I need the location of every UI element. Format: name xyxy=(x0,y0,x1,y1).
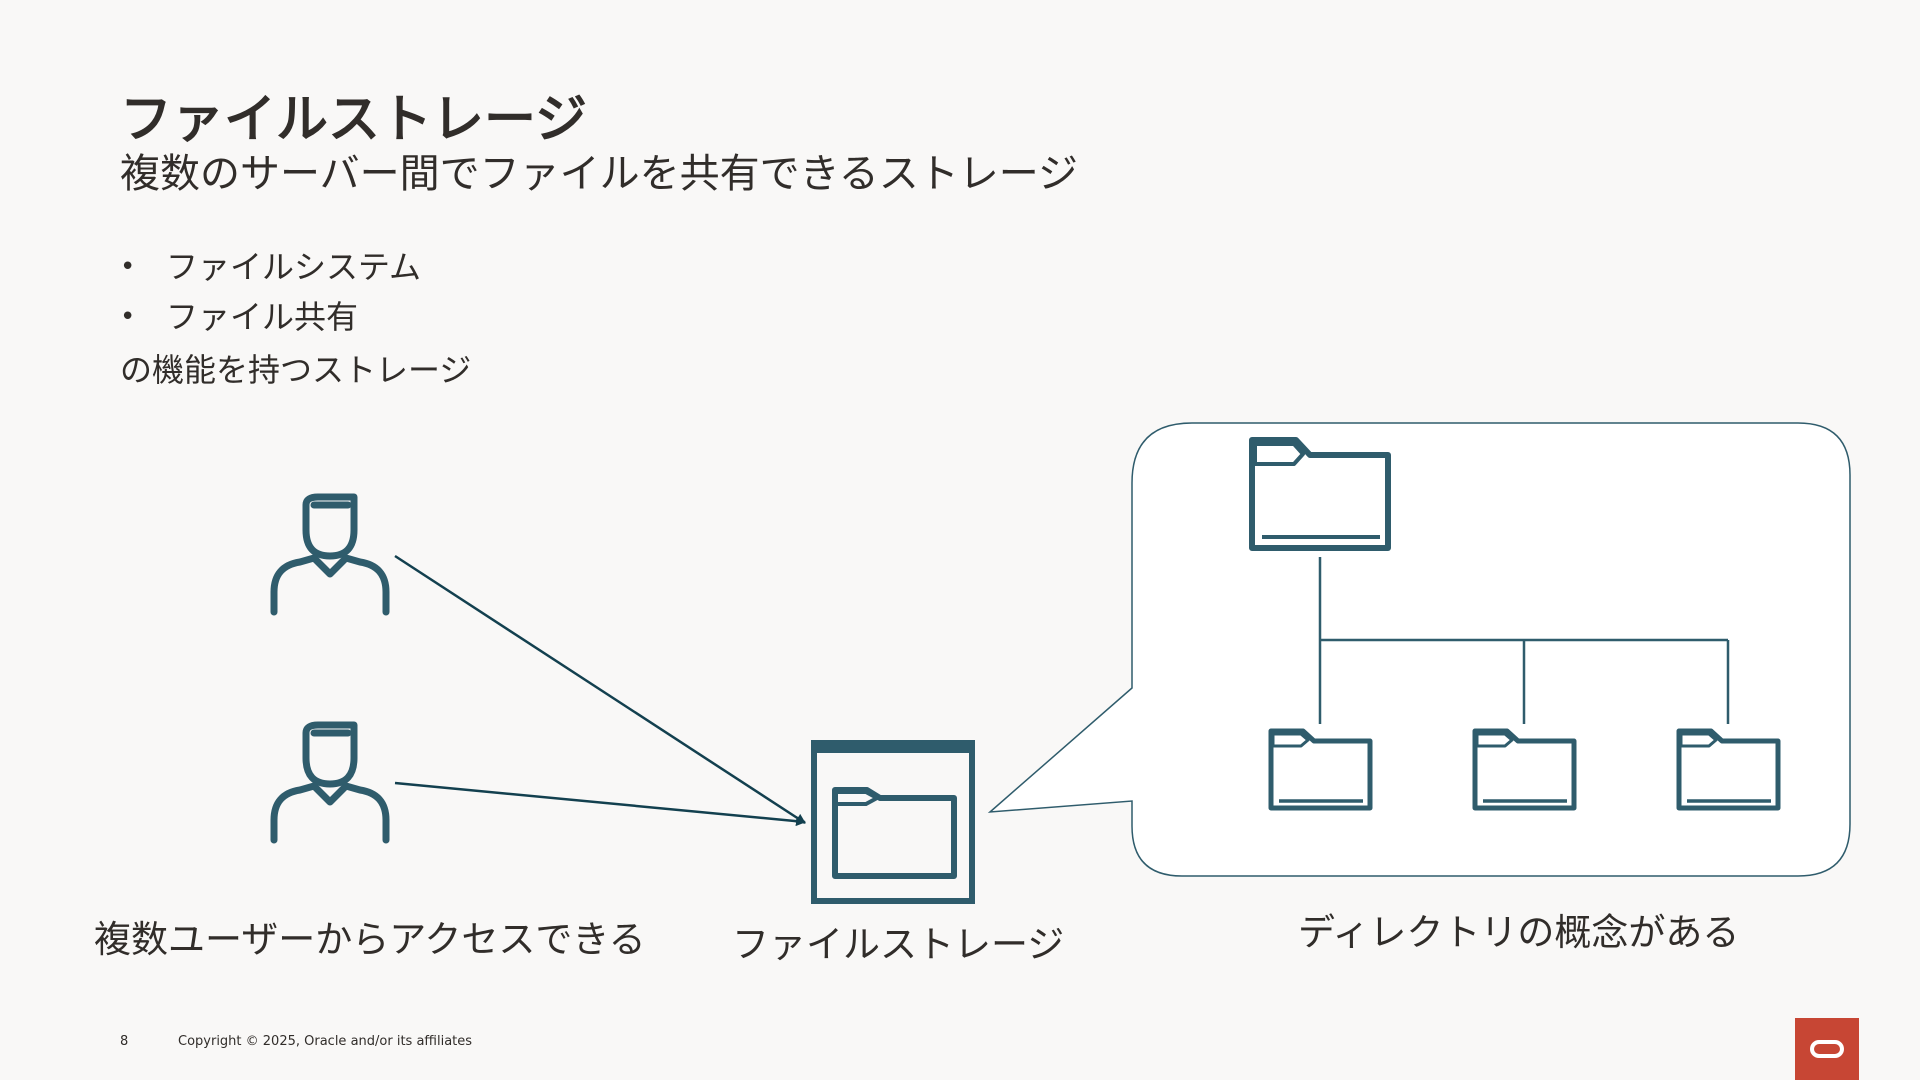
access-arrow xyxy=(394,781,806,827)
slide-title: ファイルストレージ xyxy=(120,90,587,150)
user-icon xyxy=(270,493,390,616)
slide-subtitle: 複数のサーバー間でファイルを共有できるストレージ xyxy=(120,151,1078,197)
list-item: • ファイル共有 xyxy=(120,295,421,345)
file-storage-icon xyxy=(811,740,975,904)
feature-summary: の機能を持つストレージ xyxy=(120,351,472,389)
oracle-logo xyxy=(1795,1018,1859,1080)
copyright-notice: Copyright © 2025, Oracle and/or its affi… xyxy=(178,1034,473,1049)
directory-caption: ディレクトリの概念がある xyxy=(1298,911,1740,954)
user-icon xyxy=(270,721,390,844)
bullet-symbol: • xyxy=(120,302,136,332)
child-folder-icon xyxy=(1676,728,1781,811)
page-number: 8 xyxy=(120,1034,129,1049)
access-arrow xyxy=(394,554,806,825)
child-folder-icon xyxy=(1268,728,1373,811)
users-caption: 複数ユーザーからアクセスできる xyxy=(94,918,646,961)
parent-folder-icon xyxy=(1249,437,1391,551)
list-item: • ファイルシステム xyxy=(120,245,421,295)
storage-caption: ファイルストレージ xyxy=(732,923,1065,966)
oracle-ring-icon xyxy=(1810,1040,1844,1058)
list-item-label: ファイル共有 xyxy=(166,298,359,336)
child-folder-icon xyxy=(1472,728,1577,811)
directory-callout-bubble xyxy=(987,422,1851,877)
directory-tree-lines xyxy=(1318,557,1730,724)
list-item-label: ファイルシステム xyxy=(166,248,422,286)
feature-list: • ファイルシステム • ファイル共有 xyxy=(120,245,421,345)
bullet-symbol: • xyxy=(120,252,136,282)
